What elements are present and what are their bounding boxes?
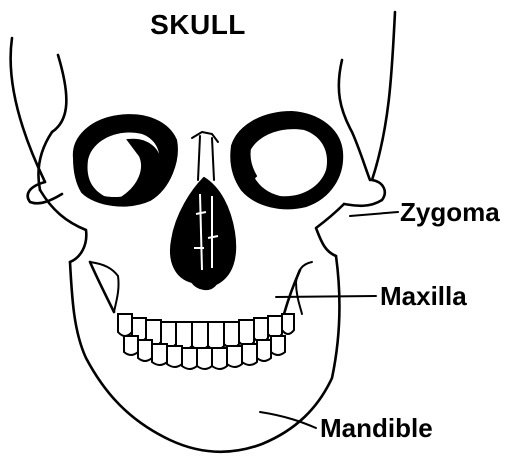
zygomatic-arch-right: [344, 180, 385, 206]
zygoma-leader-line: [350, 212, 398, 216]
temporal-edge-right: [339, 60, 370, 180]
zygomatic-arch-left: [28, 182, 62, 203]
temporal-edge-left: [39, 55, 67, 190]
maxilla-outline-left: [40, 190, 86, 262]
nasal-cavity: [171, 178, 235, 289]
mandible-label: Mandible: [320, 413, 433, 443]
maxilla-outline-right: [316, 204, 344, 256]
zygoma-label: Zygoma: [400, 197, 500, 227]
diagram-title: SKULL: [150, 9, 246, 40]
teeth: [118, 314, 294, 369]
maxilla-label: Maxilla: [380, 281, 467, 311]
nasal-bones: [192, 132, 218, 180]
maxilla-leader-line: [276, 296, 376, 297]
